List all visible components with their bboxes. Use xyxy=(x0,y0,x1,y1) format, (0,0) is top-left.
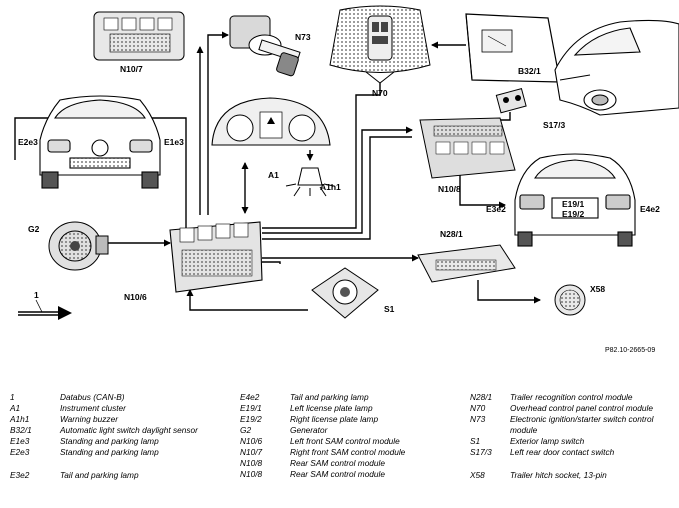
line-s1-to-n106 xyxy=(186,289,308,311)
n73-ignition-switch xyxy=(229,15,301,77)
label-e19-2: E19/2 xyxy=(562,209,584,219)
line-n106-to-n108 xyxy=(262,126,413,234)
label-n73: N73 xyxy=(295,32,311,42)
connection-lines xyxy=(14,31,541,316)
s17-3-door-switch xyxy=(495,88,527,114)
label-e3e2: E3e2 xyxy=(486,204,506,214)
b32-1-sensor-inset xyxy=(465,13,561,83)
line-n106-to-n108-b xyxy=(262,136,412,240)
figure-reference: P82.10-2665-09 xyxy=(605,347,655,354)
line-n281-to-x58 xyxy=(477,280,541,304)
rear-car xyxy=(514,153,636,247)
label-s1: S1 xyxy=(384,304,395,314)
n28-1-module xyxy=(417,244,516,283)
label-n28-1: N28/1 xyxy=(440,229,463,239)
label-n10-6: N10/6 xyxy=(124,292,147,302)
label-s17-3: S17/3 xyxy=(543,120,565,130)
line-n106-to-n281-b xyxy=(262,261,281,264)
label-g2: G2 xyxy=(28,224,40,234)
label-a1h1: A1h1 xyxy=(320,182,341,192)
front-car xyxy=(39,95,161,189)
n10-6-module xyxy=(169,221,263,293)
n10-8-module xyxy=(419,117,516,179)
n70-leader xyxy=(365,71,395,84)
car-side-view xyxy=(554,19,679,116)
label-n10-7: N10/7 xyxy=(120,64,143,74)
a1h1-buzzer xyxy=(285,167,335,197)
databus-arrowhead xyxy=(58,306,72,320)
line-n70-to-n106 xyxy=(262,83,381,229)
label-e2e3: E2e3 xyxy=(18,137,38,147)
component-labels: N10/7 N73 N70 B32/1 E2e3 E1e3 A1 A1h1 S1… xyxy=(18,32,660,354)
a1-instrument-cluster xyxy=(211,97,331,146)
line-n108-to-rear-lamps xyxy=(459,175,506,209)
line-s173-to-n108 xyxy=(500,112,511,121)
label-b32-1: B32/1 xyxy=(518,66,541,76)
label-databus-1: 1 xyxy=(34,290,39,300)
x58-socket xyxy=(554,284,586,316)
label-e4e2: E4e2 xyxy=(640,204,660,214)
label-e1e3: E1e3 xyxy=(164,137,184,147)
databus-pointer xyxy=(35,299,43,313)
label-a1: A1 xyxy=(268,170,279,180)
wiring-diagram: N10/7 N73 N70 B32/1 E2e3 E1e3 A1 A1h1 S1… xyxy=(14,5,679,354)
n70-overhead-panel xyxy=(329,5,431,73)
label-n10-8: N10/8 xyxy=(438,184,461,194)
s1-lamp-switch xyxy=(311,267,379,319)
label-e19-1: E19/1 xyxy=(562,199,584,209)
g2-generator xyxy=(48,221,109,271)
line-n106-to-n73 xyxy=(207,31,229,215)
label-x58: X58 xyxy=(590,284,605,294)
label-n70: N70 xyxy=(372,88,388,98)
n10-7-module xyxy=(93,11,185,61)
